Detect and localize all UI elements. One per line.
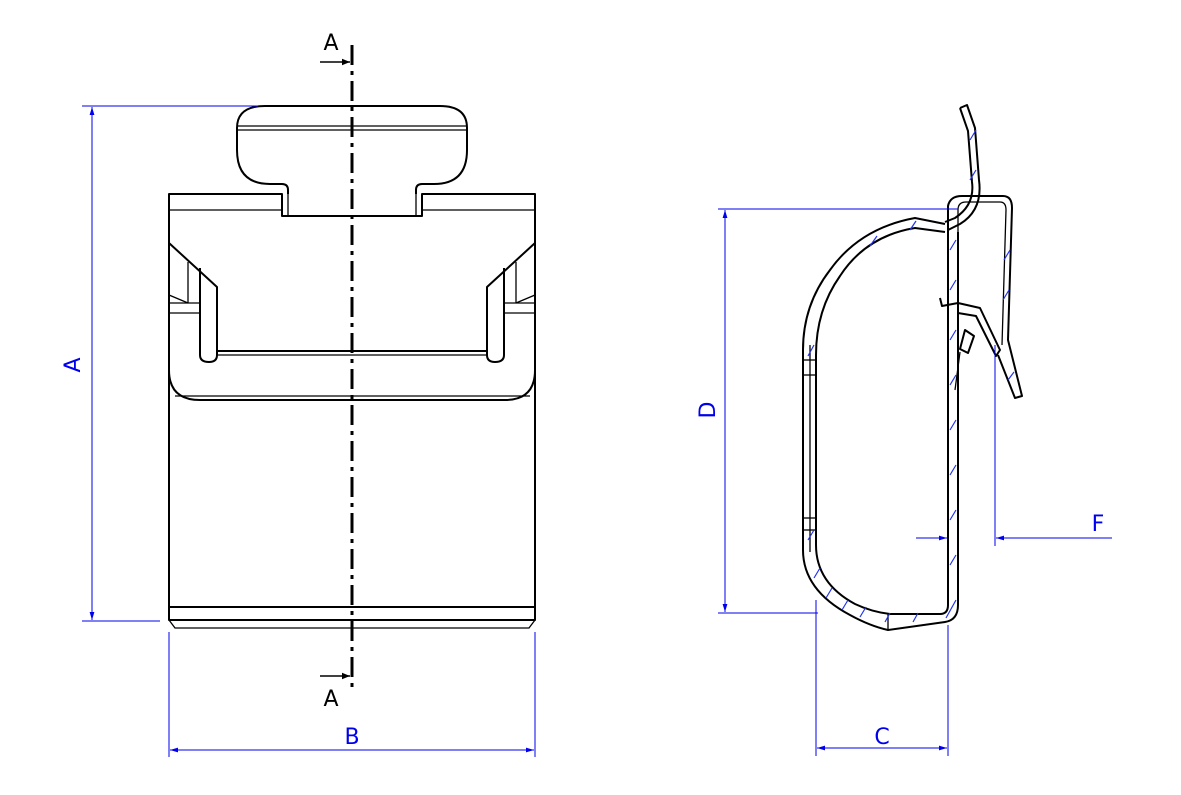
dimension-f: F <box>916 345 1112 546</box>
dimension-label-c: C <box>874 725 889 750</box>
section-label-bottom: A <box>323 687 338 712</box>
section-line-a: A A <box>320 31 354 712</box>
dimension-label-d: D <box>696 402 721 419</box>
dimension-label-a: A <box>61 357 86 372</box>
dimension-b: B <box>168 632 536 757</box>
front-view <box>168 105 536 629</box>
dimension-label-b: B <box>344 725 359 750</box>
dimension-c: C <box>815 600 949 756</box>
dimension-a: A <box>61 105 258 622</box>
dimension-d: D <box>696 208 958 614</box>
dimension-label-f: F <box>1092 512 1105 537</box>
section-hatching <box>807 129 1015 623</box>
section-label-top: A <box>323 31 338 56</box>
side-view <box>802 104 1023 631</box>
